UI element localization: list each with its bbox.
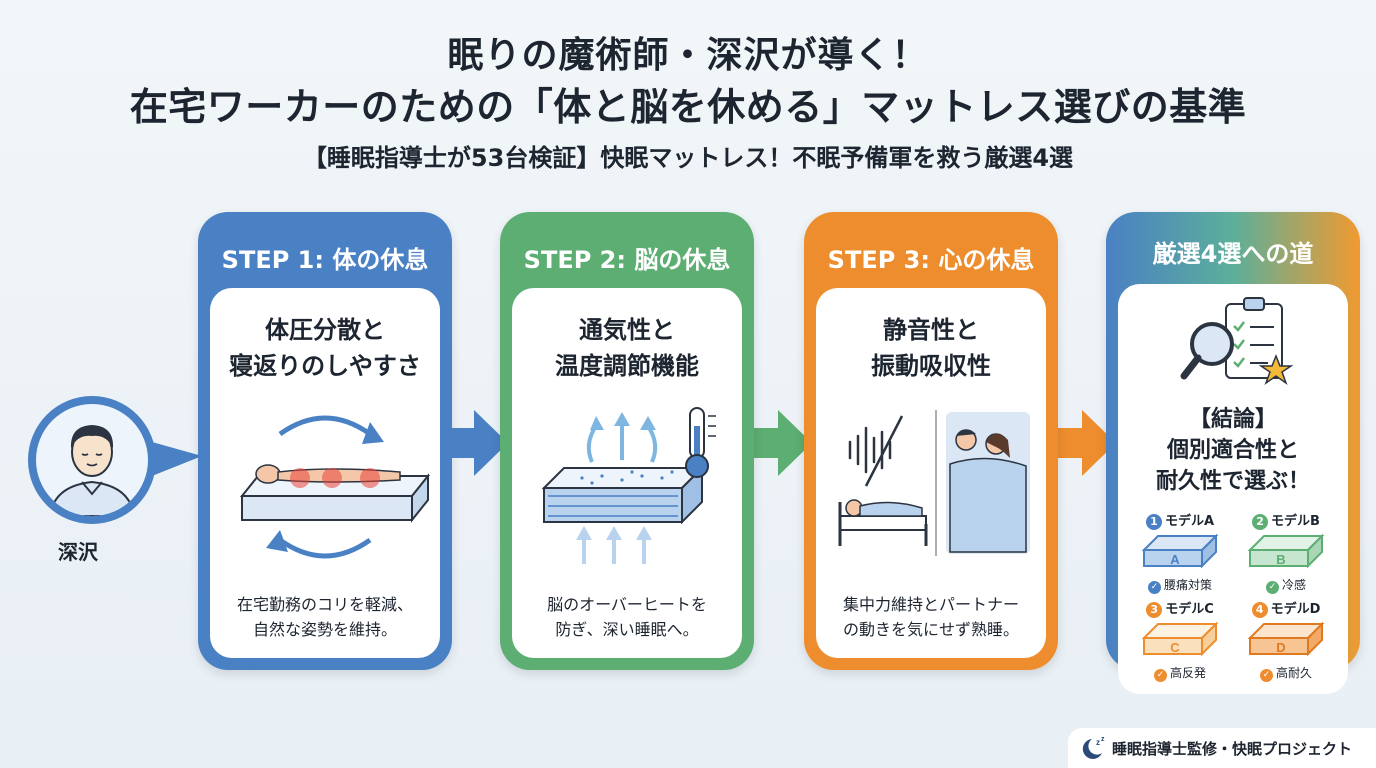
person-avatar-icon: [28, 396, 202, 524]
check-icon: ✓: [1153, 669, 1167, 682]
mattress-icon: A: [1141, 533, 1219, 569]
mattress-icon: D: [1247, 621, 1325, 657]
person-name: 深沢: [58, 540, 98, 564]
step-1-description: 在宅勤務のコリを軽減、 自然な姿勢を維持。: [236, 595, 413, 639]
step-1-panel: 体圧分散と 寝返りのしやすさ 在宅勤務のコリを軽減、 自然な姿勢を維持。: [210, 288, 440, 658]
breathable-mattress-thermometer-icon: [541, 407, 716, 564]
subtitle: 【睡眠指導士が53台検証】快眠マットレス！不眠予備軍を救う厳選4選: [302, 144, 1074, 172]
svg-text:B: B: [1276, 552, 1285, 567]
step-2-heading: 通気性と 温度調節機能: [555, 316, 699, 380]
step-2-title: STEP 2: 脳の休息: [523, 246, 731, 274]
step-1-card: STEP 1: 体の休息 体圧分散と 寝返りのしやすさ 在宅勤務のコリを軽減、 …: [198, 212, 452, 670]
footer-text: 睡眠指導士監修・快眠プロジェクト: [1112, 740, 1353, 758]
check-icon: ✓: [1265, 581, 1279, 594]
step-1-title: STEP 1: 体の休息: [221, 246, 429, 274]
check-icon: ✓: [1147, 581, 1161, 594]
checklist-magnifier-icon: [1180, 297, 1294, 385]
footer: z z 睡眠指導士監修・快眠プロジェクト: [1068, 728, 1376, 768]
svg-text:z: z: [1096, 738, 1100, 747]
arrow-right-icon: [748, 410, 812, 476]
moon-zzz-icon: z z: [1082, 736, 1105, 759]
title-line-2: 在宅ワーカーのための「体と脳を休める」マットレス選びの基準: [129, 85, 1247, 129]
title-line-1: 眠りの魔術師・深沢が導く！: [447, 35, 929, 76]
step-3-description: 集中力維持とパートナー の動きを気にせず熟睡。: [842, 595, 1019, 639]
final-title: 厳選4選への道: [1152, 240, 1314, 268]
check-icon: ✓: [1259, 669, 1273, 682]
arrow-right-icon: [1052, 410, 1116, 476]
step-2-card: STEP 2: 脳の休息 通気性と 温度調節機能: [500, 212, 754, 670]
step-3-panel: 静音性と 振動吸収性 集中力維持とパートナー の動きを気にせ: [816, 288, 1046, 658]
mattress-icon: B: [1247, 533, 1325, 569]
svg-text:D: D: [1276, 640, 1285, 655]
svg-text:A: A: [1170, 552, 1180, 567]
svg-text:C: C: [1170, 640, 1180, 655]
arrow-right-icon: [444, 410, 508, 476]
step-2-panel: 通気性と 温度調節機能: [512, 288, 742, 658]
body-rest-mattress-icon: [239, 415, 430, 559]
person-avatar: [24, 392, 202, 528]
step-1-heading: 体圧分散と 寝返りのしやすさ: [229, 316, 421, 380]
step-3-heading: 静音性と 振動吸収性: [871, 316, 991, 380]
mattress-icon: C: [1141, 621, 1219, 657]
quiet-sleep-couple-icon: [838, 410, 1030, 556]
conclusion-text: 【結論】 個別適合性と 耐久性で選ぶ！: [1155, 407, 1310, 494]
step-3-title: STEP 3: 心の休息: [827, 246, 1035, 274]
step-2-description: 脳のオーバーヒートを 防ぎ、深い睡眠へ。: [547, 595, 707, 639]
svg-text:z: z: [1101, 736, 1105, 743]
step-3-card: STEP 3: 心の休息 静音性と 振動吸収性: [804, 212, 1058, 670]
